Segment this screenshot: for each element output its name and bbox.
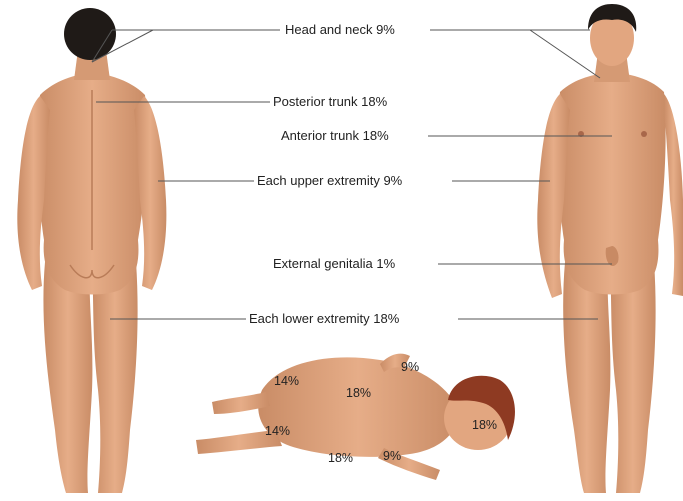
- posterior-trunk-label: Posterior trunk 18%: [270, 94, 390, 110]
- back-left-leg: [43, 262, 92, 493]
- lower-extremity-label: Each lower extremity 18%: [246, 311, 402, 327]
- head-neck-line-right-b: [530, 30, 600, 78]
- child-body: [258, 357, 458, 456]
- front-view-figure: [537, 4, 683, 493]
- back-view-figure: [17, 8, 166, 493]
- child-trunk-front-percent: 18%: [346, 386, 371, 400]
- front-left-leg: [563, 262, 610, 493]
- front-right-arm: [664, 94, 683, 296]
- right-nipple-dot: [641, 131, 647, 137]
- child-face-percent: 18%: [472, 418, 497, 432]
- back-right-leg: [92, 262, 138, 493]
- child-leg-lower-percent: 14%: [265, 424, 290, 438]
- head-neck-label: Head and neck 9%: [282, 22, 398, 38]
- child-trunk-bottom-percent: 18%: [328, 451, 353, 465]
- child-arm-lower-percent: 9%: [383, 449, 401, 463]
- anterior-trunk-label: Anterior trunk 18%: [278, 128, 392, 144]
- front-right-leg: [610, 262, 656, 493]
- child-arm-upper-percent: 14%: [274, 374, 299, 388]
- child-figure: [196, 354, 515, 480]
- upper-extremity-label: Each upper extremity 9%: [254, 173, 405, 189]
- external-genitalia-label: External genitalia 1%: [270, 256, 398, 272]
- child-head-percent: 9%: [401, 360, 419, 374]
- back-head: [64, 8, 116, 60]
